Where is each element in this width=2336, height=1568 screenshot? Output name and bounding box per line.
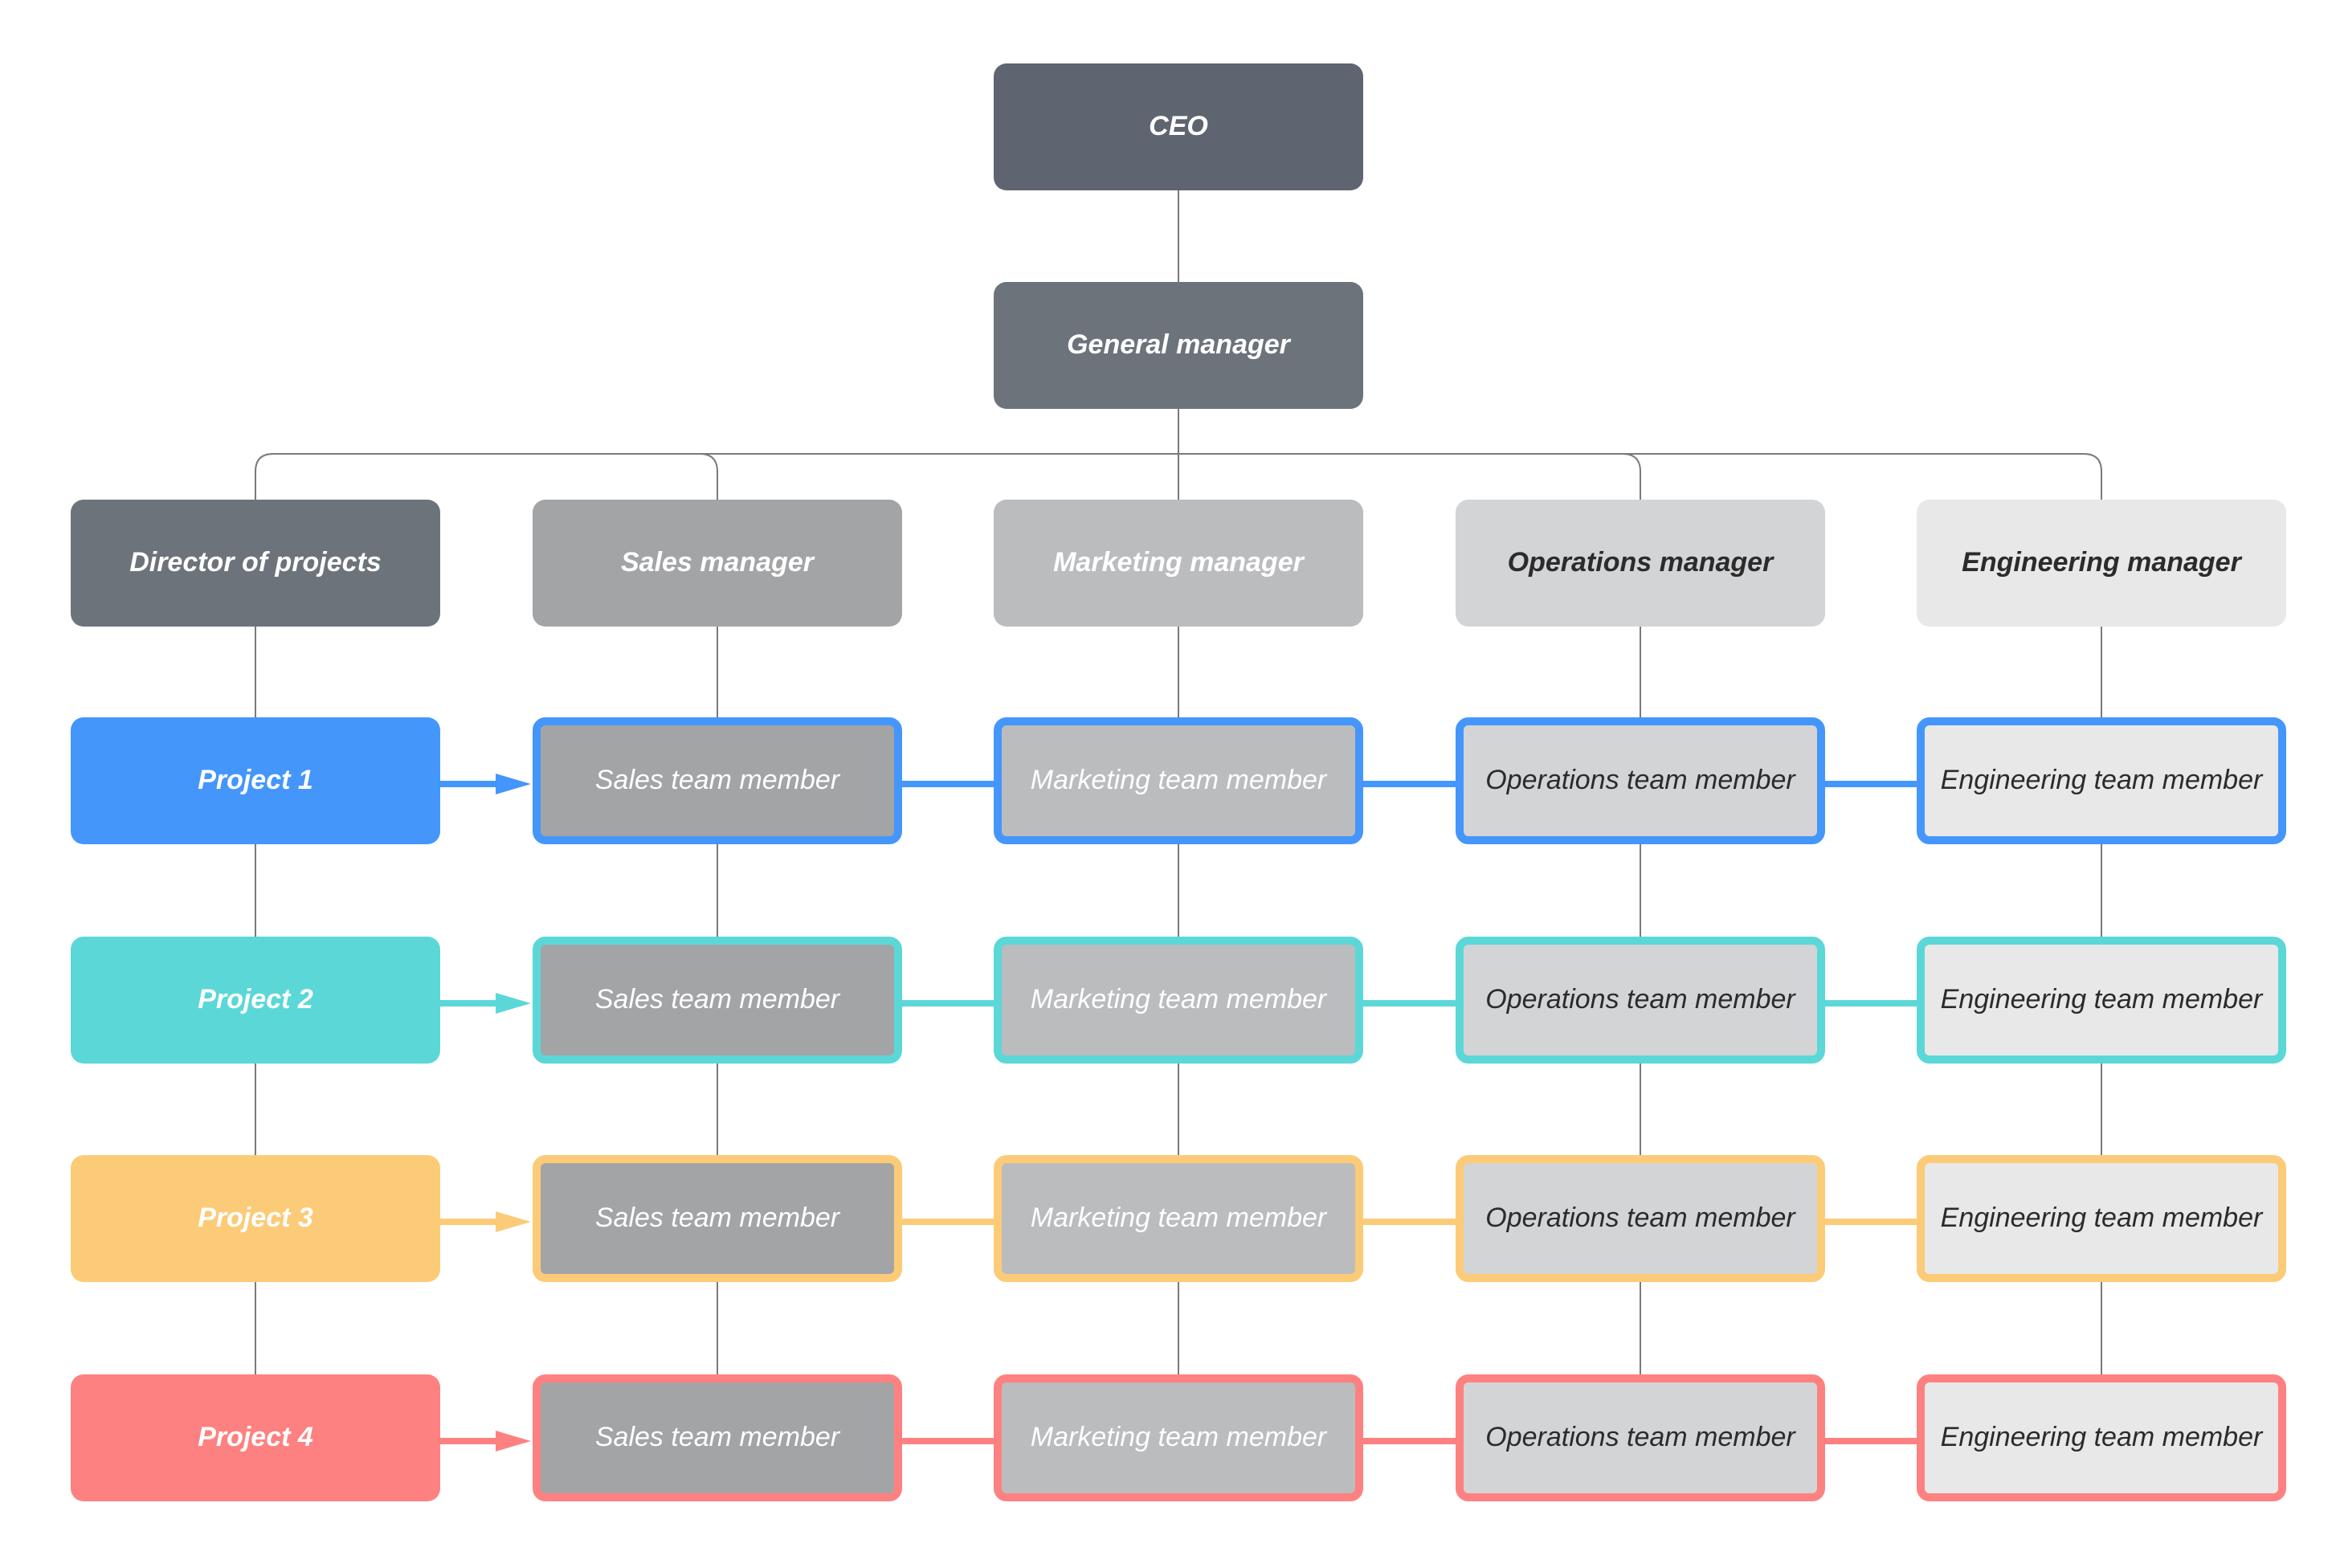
engineering-manager-node[interactable]: Engineering manager bbox=[1917, 500, 2286, 627]
project-arrow-head bbox=[496, 993, 531, 1014]
operations-manager-label: Operations manager bbox=[1507, 547, 1774, 578]
general-manager-node[interactable]: General manager bbox=[994, 282, 1363, 409]
marketing-team-member-node[interactable]: Marketing team member bbox=[994, 717, 1363, 844]
engineering-team-member-node[interactable]: Engineering team member bbox=[1917, 937, 2286, 1064]
operations-team-member-label: Operations team member bbox=[1485, 1422, 1795, 1453]
sales-team-member-node[interactable]: Sales team member bbox=[533, 937, 902, 1064]
sales-manager-label: Sales manager bbox=[620, 547, 815, 578]
sales-team-member-label: Sales team member bbox=[594, 1422, 840, 1453]
sales-team-member-label: Sales team member bbox=[594, 1203, 840, 1234]
marketing-team-member-node[interactable]: Marketing team member bbox=[994, 1155, 1363, 1282]
project-1-node[interactable]: Project 1 bbox=[71, 717, 440, 844]
ceo-node[interactable]: CEO bbox=[994, 63, 1363, 190]
engineering-team-member-node[interactable]: Engineering team member bbox=[1917, 1374, 2286, 1501]
operations-team-member-label: Operations team member bbox=[1485, 1203, 1795, 1234]
operations-manager-node[interactable]: Operations manager bbox=[1456, 500, 1825, 627]
engineering-team-member-label: Engineering team member bbox=[1940, 1422, 2263, 1453]
sales-team-member-label: Sales team member bbox=[594, 984, 840, 1015]
project-4-label: Project 4 bbox=[198, 1422, 313, 1453]
operations-team-member-label: Operations team member bbox=[1485, 765, 1795, 796]
project-2-node[interactable]: Project 2 bbox=[71, 937, 440, 1064]
sales-manager-node[interactable]: Sales manager bbox=[533, 500, 902, 627]
marketing-team-member-label: Marketing team member bbox=[1030, 765, 1327, 796]
sales-team-member-node[interactable]: Sales team member bbox=[533, 1155, 902, 1282]
project-4-node[interactable]: Project 4 bbox=[71, 1374, 440, 1501]
marketing-manager-label: Marketing manager bbox=[1053, 547, 1304, 578]
marketing-team-member-label: Marketing team member bbox=[1030, 1203, 1327, 1234]
ceo-label: CEO bbox=[1149, 111, 1208, 142]
engineering-team-member-label: Engineering team member bbox=[1940, 984, 2263, 1015]
director-of-projects-node[interactable]: Director of projects bbox=[71, 500, 440, 627]
sales-team-member-node[interactable]: Sales team member bbox=[533, 717, 902, 844]
operations-team-member-node[interactable]: Operations team member bbox=[1456, 1155, 1825, 1282]
sales-team-member-label: Sales team member bbox=[594, 765, 840, 796]
project-2-label: Project 2 bbox=[198, 984, 313, 1015]
general-manager-label: General manager bbox=[1067, 329, 1290, 361]
sales-team-member-node[interactable]: Sales team member bbox=[533, 1374, 902, 1501]
manager-drop-connector bbox=[1622, 453, 1641, 500]
engineering-team-member-label: Engineering team member bbox=[1940, 1203, 2263, 1234]
director-of-projects-label: Director of projects bbox=[129, 547, 382, 578]
marketing-team-member-node[interactable]: Marketing team member bbox=[994, 937, 1363, 1064]
engineering-team-member-node[interactable]: Engineering team member bbox=[1917, 1155, 2286, 1282]
engineering-manager-label: Engineering manager bbox=[1962, 547, 2241, 578]
project-arrow-head bbox=[496, 1211, 531, 1232]
marketing-team-member-node[interactable]: Marketing team member bbox=[994, 1374, 1363, 1501]
operations-team-member-node[interactable]: Operations team member bbox=[1456, 717, 1825, 844]
marketing-team-member-label: Marketing team member bbox=[1030, 1422, 1327, 1453]
operations-team-member-node[interactable]: Operations team member bbox=[1456, 937, 1825, 1064]
engineering-team-member-node[interactable]: Engineering team member bbox=[1917, 717, 2286, 844]
manager-drop-connector bbox=[699, 453, 718, 500]
project-1-label: Project 1 bbox=[198, 765, 313, 796]
project-arrow-head bbox=[496, 774, 531, 794]
operations-team-member-node[interactable]: Operations team member bbox=[1456, 1374, 1825, 1501]
project-arrow-head bbox=[496, 1431, 531, 1452]
project-3-label: Project 3 bbox=[198, 1203, 313, 1234]
marketing-team-member-label: Marketing team member bbox=[1030, 984, 1327, 1015]
manager-bus-connector bbox=[255, 453, 2102, 500]
engineering-team-member-label: Engineering team member bbox=[1940, 765, 2263, 796]
project-3-node[interactable]: Project 3 bbox=[71, 1155, 440, 1282]
marketing-manager-node[interactable]: Marketing manager bbox=[994, 500, 1363, 627]
operations-team-member-label: Operations team member bbox=[1485, 984, 1795, 1015]
